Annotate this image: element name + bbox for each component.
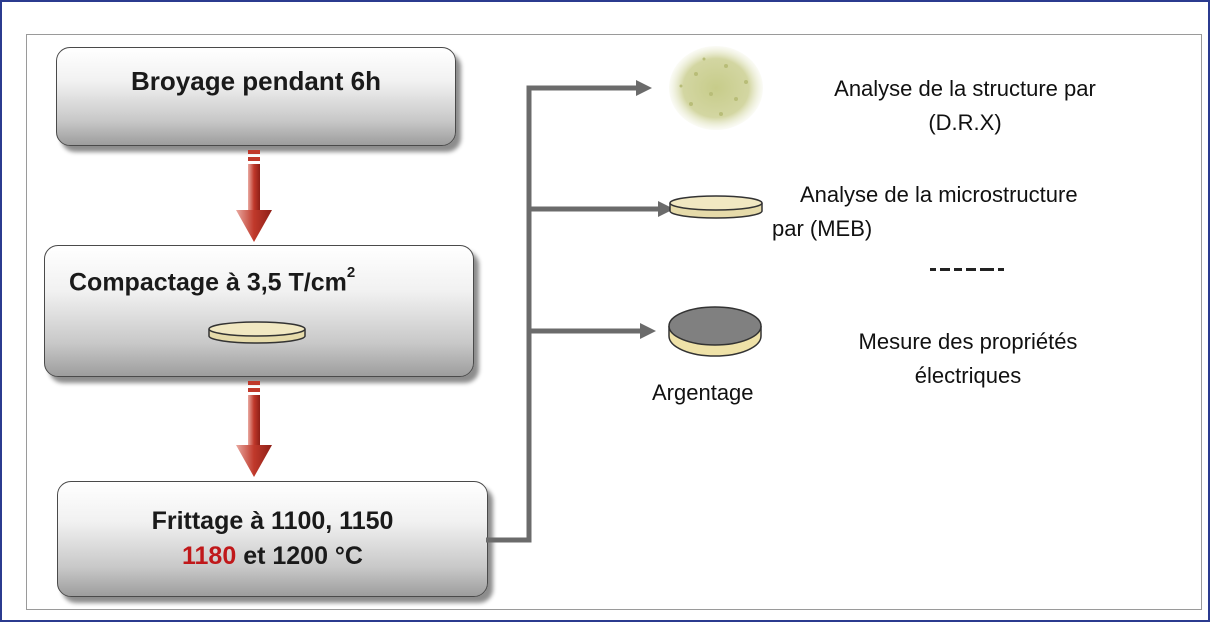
powder-icon [669, 46, 763, 130]
step-compactage-exponent: 2 [346, 264, 356, 281]
step-compactage-text: Compactage à 3,5 T/cm [69, 268, 347, 297]
down-arrow-icon [236, 381, 272, 477]
step-broyage-label: Broyage pendant 6h [131, 66, 381, 96]
pellet-icon [669, 195, 763, 219]
pellet-icon [208, 321, 306, 344]
electric-line1: Mesure des propriétés [858, 329, 1078, 354]
silvered-pellet-icon [668, 306, 762, 357]
drx-analysis-label: Analyse de la structure par (D.R.X) [800, 72, 1130, 140]
electric-line2: électriques [914, 363, 1022, 388]
text-fragment-artifact [930, 268, 1004, 271]
step-frittage-line1: Frittage à 1100, 1150 [151, 507, 394, 535]
argentage-label: Argentage [652, 380, 754, 405]
electric-measure-label: Mesure des propriétés électriques [798, 325, 1138, 393]
down-arrow-icon [236, 150, 272, 242]
step-frittage: Frittage à 1100, 1150 1180 et 1200 °C [57, 481, 488, 597]
meb-line2: par (MEB) [772, 216, 873, 241]
drx-line2: (D.R.X) [928, 110, 1002, 135]
meb-line1: Analyse de la microstructure [800, 182, 1078, 207]
meb-analysis-label: Analyse de la microstructure par (MEB) [772, 178, 1162, 246]
step-compactage-label: Compactage à 3,5 T/cm2 [69, 264, 355, 297]
step-frittage-line2: 1180 et 1200 °C [58, 542, 487, 571]
step-compactage: Compactage à 3,5 T/cm2 [44, 245, 474, 377]
step-frittage-rest: et 1200 °C [236, 542, 363, 570]
drx-line1: Analyse de la structure par [834, 76, 1096, 101]
step-broyage: Broyage pendant 6h [56, 47, 456, 146]
highlight-temperature: 1180 [182, 542, 237, 570]
